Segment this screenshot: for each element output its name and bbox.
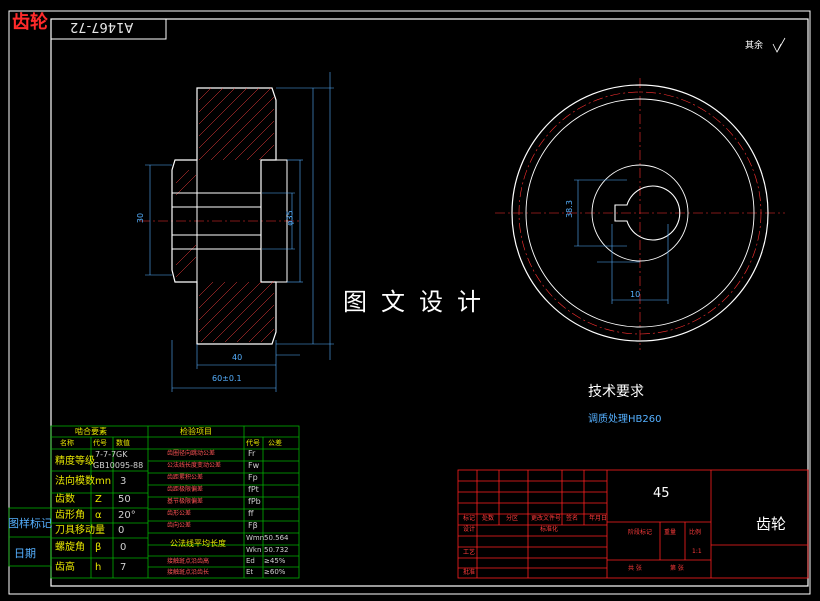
param-row-symbol: Z bbox=[95, 494, 102, 505]
inspect-row-symbol: fPt bbox=[248, 485, 259, 494]
inspect-row-name: 齿圈径向跳动公差 bbox=[167, 450, 216, 457]
inspect-row-value: 50.732 bbox=[264, 546, 289, 554]
tb-label-standard: 标准化 bbox=[540, 526, 559, 533]
tb-sheets: 共 张 bbox=[628, 565, 642, 572]
param-row-name: 齿数 bbox=[55, 494, 75, 505]
side-stamp-date: 日期 bbox=[14, 547, 36, 560]
dim-hub-diameter: 30 bbox=[136, 212, 146, 224]
roughness-note: 其余 bbox=[745, 41, 764, 51]
param-row-symbol: mn bbox=[95, 476, 112, 487]
param-col-value: 数值 bbox=[116, 439, 130, 447]
param-row-symbol: β bbox=[95, 542, 102, 553]
dim-rim-width: 40 bbox=[232, 353, 243, 362]
inspect-row-name: 齿形公差 bbox=[167, 510, 192, 517]
param-row-name: 齿高 bbox=[55, 562, 75, 573]
tb-label-change: 更改文件号 bbox=[531, 515, 562, 522]
inspect-row-symbol: Fw bbox=[248, 461, 260, 470]
inspect-row-symbol: Fβ bbox=[248, 521, 258, 530]
tb-label-sign: 签名 bbox=[566, 515, 579, 522]
material: 45 bbox=[653, 486, 670, 501]
param-header-right: 检验项目 bbox=[180, 427, 212, 436]
param-row-value: 3 bbox=[120, 476, 127, 487]
param-row-value: 0 bbox=[118, 525, 125, 536]
tb-label-scale: 比例 bbox=[689, 529, 702, 536]
inspect-row-symbol: Wmn bbox=[246, 534, 265, 542]
drawing-number-box bbox=[50, 18, 167, 40]
inspect-row-symbol: Wkn bbox=[246, 546, 262, 554]
param-row-value: 0 bbox=[120, 542, 127, 553]
inspect-row-name: 齿距累积公差 bbox=[167, 474, 204, 481]
param-row-value: 7 bbox=[120, 562, 127, 573]
side-view bbox=[495, 37, 786, 350]
param-row-name: 螺旋角 bbox=[55, 542, 85, 553]
inspect-row-symbol: Fp bbox=[248, 473, 258, 482]
accuracy-label: 精度等级 bbox=[55, 456, 95, 467]
dim-key-width: 10 bbox=[630, 290, 641, 299]
param-col-inspect-symbol: 代号 bbox=[246, 439, 260, 447]
inspect-row-value: ≥45% bbox=[264, 557, 286, 565]
inspect-row-symbol: Ed bbox=[246, 557, 255, 565]
inspect-row-value: ≥60% bbox=[264, 568, 286, 576]
param-row-value: 20° bbox=[118, 510, 136, 521]
inspect-row-symbol: fPb bbox=[248, 497, 261, 506]
param-header-left: 啮合要素 bbox=[75, 427, 107, 436]
param-row-name: 齿形角 bbox=[55, 510, 85, 521]
param-row-name: 刀具移动量 bbox=[55, 525, 105, 536]
param-row-symbol: h bbox=[95, 562, 102, 573]
accuracy-value: 7-7-7GK bbox=[95, 450, 128, 459]
tb-label-stage: 阶段标记 bbox=[628, 529, 653, 536]
inspect-row-symbol: Fr bbox=[248, 449, 256, 458]
tb-label-date: 年月日 bbox=[589, 515, 608, 522]
accuracy-std: GB10095-88 bbox=[93, 461, 144, 470]
front-view bbox=[140, 72, 334, 392]
watermark: 图文设计 bbox=[343, 288, 495, 316]
inspect-row-symbol: Et bbox=[246, 568, 254, 576]
inspect-row-name: 接触斑点沿齿长 bbox=[167, 569, 210, 576]
dim-hub-width: 60±0.1 bbox=[212, 374, 242, 383]
parameter-table-grid bbox=[50, 425, 300, 579]
inspect-row-name: 基节极限偏差 bbox=[167, 498, 204, 505]
inspect-row-value: 50.564 bbox=[264, 534, 289, 542]
param-row-name: 法向模数 bbox=[55, 476, 95, 487]
inspect-row-name: 齿距极限偏差 bbox=[167, 486, 204, 493]
tech-requirements-note: 调质处理HB260 bbox=[588, 414, 662, 425]
tb-label-mark: 标记 bbox=[463, 515, 476, 522]
side-stamp-drawing-mark: 图样标记 bbox=[8, 517, 52, 530]
part-name-red: 齿轮 bbox=[12, 12, 48, 33]
inspect-row-name: 公法线平均长度 bbox=[170, 539, 226, 548]
tech-requirements-title: 技术要求 bbox=[588, 384, 644, 400]
inspect-row-name: 公法线长度变动公差 bbox=[167, 462, 222, 469]
part-name: 齿轮 bbox=[756, 515, 787, 533]
inspect-row-name: 接触斑点沿齿高 bbox=[167, 558, 210, 565]
side-stamp-grid bbox=[8, 507, 52, 567]
param-col-symbol: 代号 bbox=[93, 439, 107, 447]
tb-label-process: 工艺 bbox=[463, 549, 476, 556]
param-col-name: 名称 bbox=[60, 439, 74, 447]
dim-bore: φ35 bbox=[285, 210, 295, 226]
dim-keyway-depth: 38.3 bbox=[564, 200, 574, 218]
inspect-row-symbol: ff bbox=[248, 509, 254, 518]
tb-label-count: 处数 bbox=[482, 515, 495, 522]
tb-label-weight: 重量 bbox=[664, 529, 677, 536]
title-block-grid bbox=[457, 469, 809, 579]
outer-border bbox=[8, 10, 811, 595]
param-row-symbol: α bbox=[95, 510, 102, 521]
tb-label-approve: 批准 bbox=[463, 569, 476, 576]
drawing-number: A1467-72 bbox=[70, 19, 134, 34]
inspect-row-name: 齿向公差 bbox=[167, 522, 192, 529]
tb-scale-value: 1:1 bbox=[692, 548, 702, 555]
param-col-tolerance: 公差 bbox=[268, 439, 282, 447]
param-row-value: 50 bbox=[118, 494, 131, 505]
inner-border bbox=[50, 18, 809, 587]
tb-label-design: 设计 bbox=[463, 526, 476, 533]
tb-label-zone: 分区 bbox=[506, 515, 519, 522]
tb-sheet-of: 第 张 bbox=[670, 565, 684, 572]
